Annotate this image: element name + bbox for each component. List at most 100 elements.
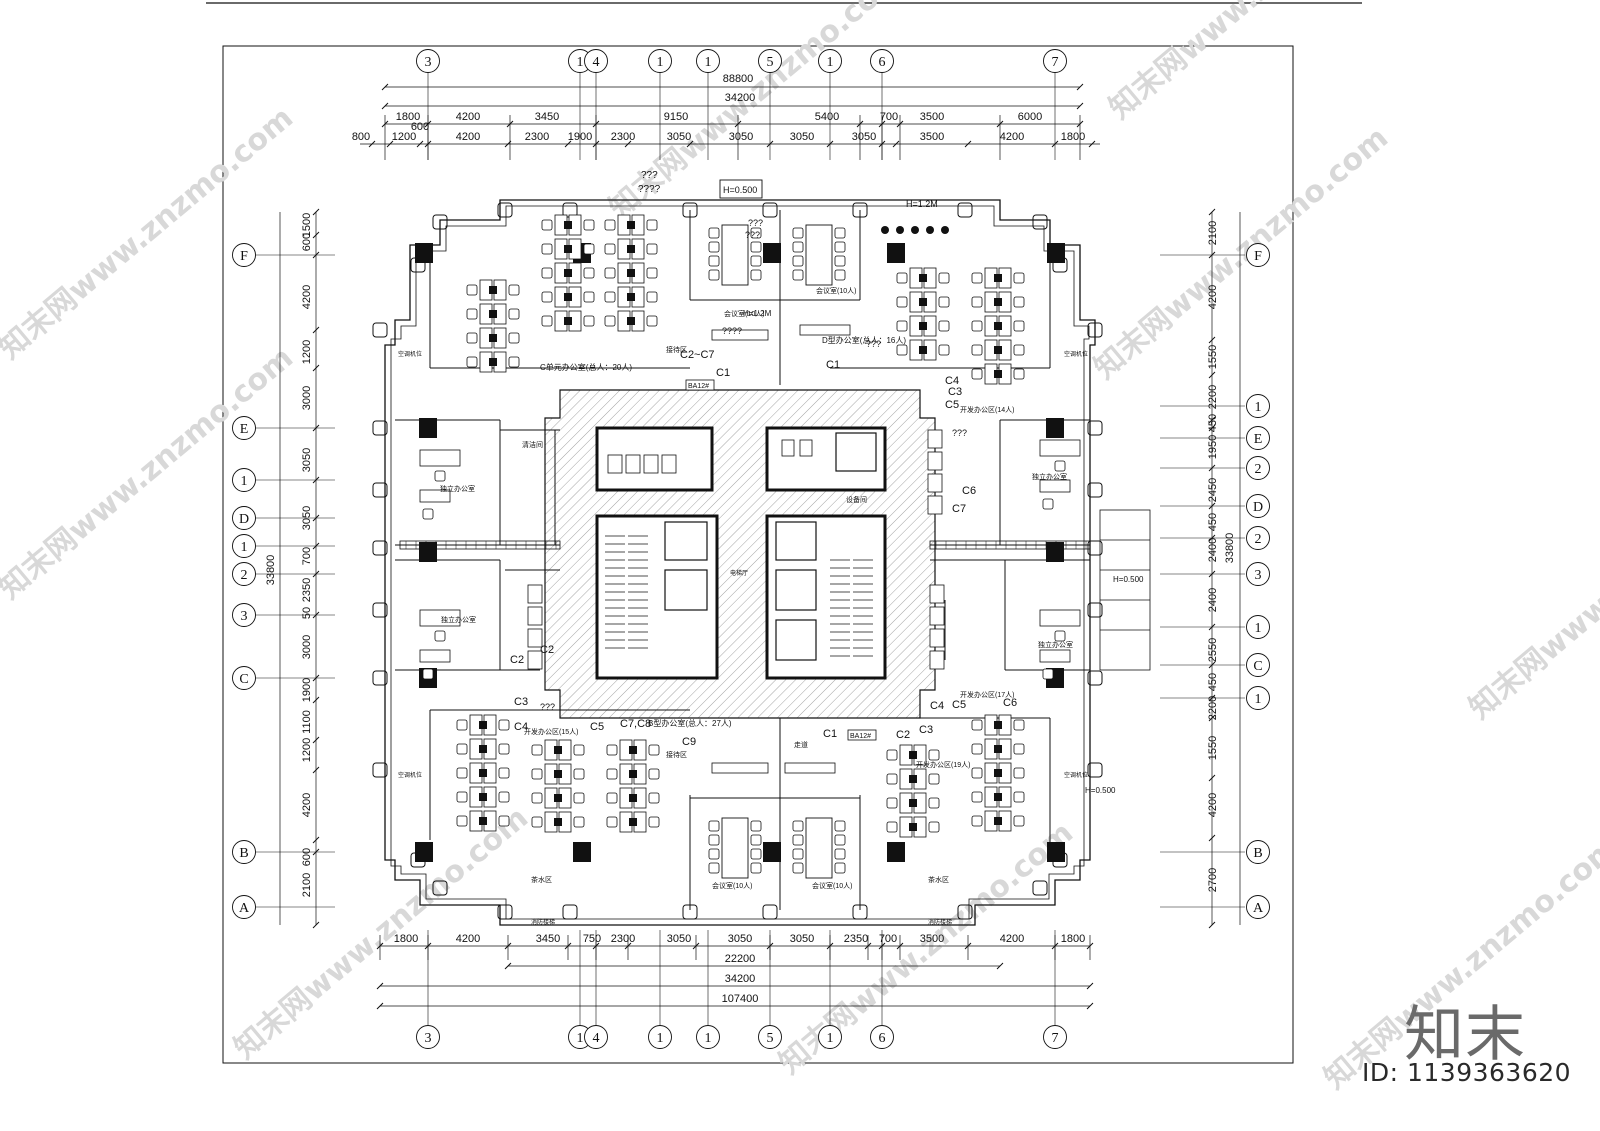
furniture-layout: [419, 214, 1081, 879]
row-axis-right-label: 2: [1255, 532, 1262, 547]
office-chair: [541, 315, 553, 327]
tag-q7: ???: [952, 428, 967, 438]
office-chair: [646, 291, 658, 303]
office-chair: [750, 255, 762, 267]
column-axis-bottom: [758, 1025, 782, 1049]
office-chair: [971, 320, 983, 332]
dim-top-row2: 2300: [611, 131, 635, 143]
perimeter-column: [957, 202, 973, 218]
circuit-label: C4: [945, 375, 959, 387]
row-axis-left-label: D: [239, 512, 249, 527]
dim-left: 600: [301, 848, 313, 866]
circuit-label: C3: [919, 724, 933, 736]
desk-screen: [994, 745, 1002, 753]
desk-screen: [564, 221, 572, 229]
desk: [927, 495, 943, 515]
circuit-label: C7,C8: [620, 718, 651, 730]
office-chair: [456, 719, 468, 731]
dim-top-row2: 3050: [790, 131, 814, 143]
watermark-text: 知末网www.znzmo.com: [0, 100, 300, 366]
dim-left: 4200: [301, 285, 313, 309]
office-chair: [886, 797, 898, 809]
column-axis-top: [1043, 49, 1067, 73]
office-chair: [606, 792, 618, 804]
row-axis-left: [232, 506, 256, 530]
meeting-table: [721, 224, 749, 286]
dim-top-row2: 600: [411, 121, 429, 133]
desk-screen: [629, 770, 637, 778]
office-chair: [604, 315, 616, 327]
perimeter-column: [1087, 602, 1103, 618]
label-reception-2: 接待区: [666, 750, 687, 759]
office-chair: [928, 749, 940, 761]
row-axis-left-label: 1: [241, 540, 248, 555]
dim-right: 4200: [1207, 285, 1219, 309]
desk-screen: [909, 799, 917, 807]
label-storage: 清洁间: [522, 440, 543, 449]
desk-screen: [564, 317, 572, 325]
row-axis-left-label: A: [239, 901, 250, 916]
column-axis-bottom-label: 5: [767, 1031, 774, 1046]
office-chair: [834, 241, 846, 253]
row-axis-right-label: B: [1253, 846, 1262, 861]
office-chair: [750, 834, 762, 846]
dim-right: 2400: [1207, 538, 1219, 562]
label-office-g: 开发办公区(19人): [916, 760, 970, 769]
office-chair: [971, 743, 983, 755]
structural-column: [1046, 542, 1064, 562]
circuit-label: C6: [962, 485, 976, 497]
column-axis-top-label: 7: [1052, 55, 1059, 70]
desk-screen: [564, 293, 572, 301]
office-chair: [938, 272, 950, 284]
column-axis-bottom-label: 7: [1052, 1031, 1059, 1046]
row-axis-left-label: 3: [241, 609, 248, 624]
office-chair: [1013, 743, 1025, 755]
office-chair: [971, 815, 983, 827]
label-indep-4: 独立办公室: [1038, 640, 1073, 649]
desk-screen: [994, 370, 1002, 378]
office-chair: [896, 296, 908, 308]
dim-bottom-row1: 1800: [1061, 933, 1085, 945]
office-chair: [792, 269, 804, 281]
label-reception-1: 接待区: [666, 345, 687, 354]
tag-h4: H=0.500: [1085, 786, 1116, 795]
office-chair: [604, 291, 616, 303]
office-chair: [422, 668, 434, 680]
circuit-label: C2: [540, 644, 554, 656]
column-axis-bottom: [648, 1025, 672, 1049]
dim-right: 450: [1207, 673, 1219, 691]
row-axis-right-label: 1: [1255, 692, 1262, 707]
row-axis-left: [232, 416, 256, 440]
office-chair: [456, 791, 468, 803]
office-chair: [573, 768, 585, 780]
perimeter-column: [1087, 762, 1103, 778]
row-axis-left: [232, 534, 256, 558]
desk-screen: [627, 245, 635, 253]
dim-right: 4200: [1207, 793, 1219, 817]
office-chair: [531, 768, 543, 780]
label-office-e: 开发办公区(17人): [960, 690, 1014, 699]
column-axis-bottom: [584, 1025, 608, 1049]
desk-screen: [629, 746, 637, 754]
circuit-label: C7: [952, 503, 966, 515]
office-chair: [792, 862, 804, 874]
office-chair: [434, 630, 446, 642]
label-office-f: 开发办公区(15人): [524, 727, 578, 736]
tag-q3: ???: [748, 218, 763, 228]
desk-screen: [919, 322, 927, 330]
tag-ba-1: BA12#: [688, 383, 709, 390]
perimeter-column: [1032, 214, 1048, 230]
office-chair: [750, 241, 762, 253]
label-equip: 设备间: [846, 495, 867, 504]
circuit-label: C1: [826, 359, 840, 371]
office-chair: [541, 267, 553, 279]
structural-column: [887, 243, 905, 263]
perimeter-column: [372, 482, 388, 498]
circuit-label: C4: [514, 721, 528, 733]
label-office-c: C单元办公室(总人：20人): [540, 362, 632, 372]
office-chair: [648, 816, 660, 828]
office-chair: [498, 767, 510, 779]
office-chair: [541, 291, 553, 303]
dim-top-row2: 2300: [525, 131, 549, 143]
desk: [929, 584, 945, 604]
